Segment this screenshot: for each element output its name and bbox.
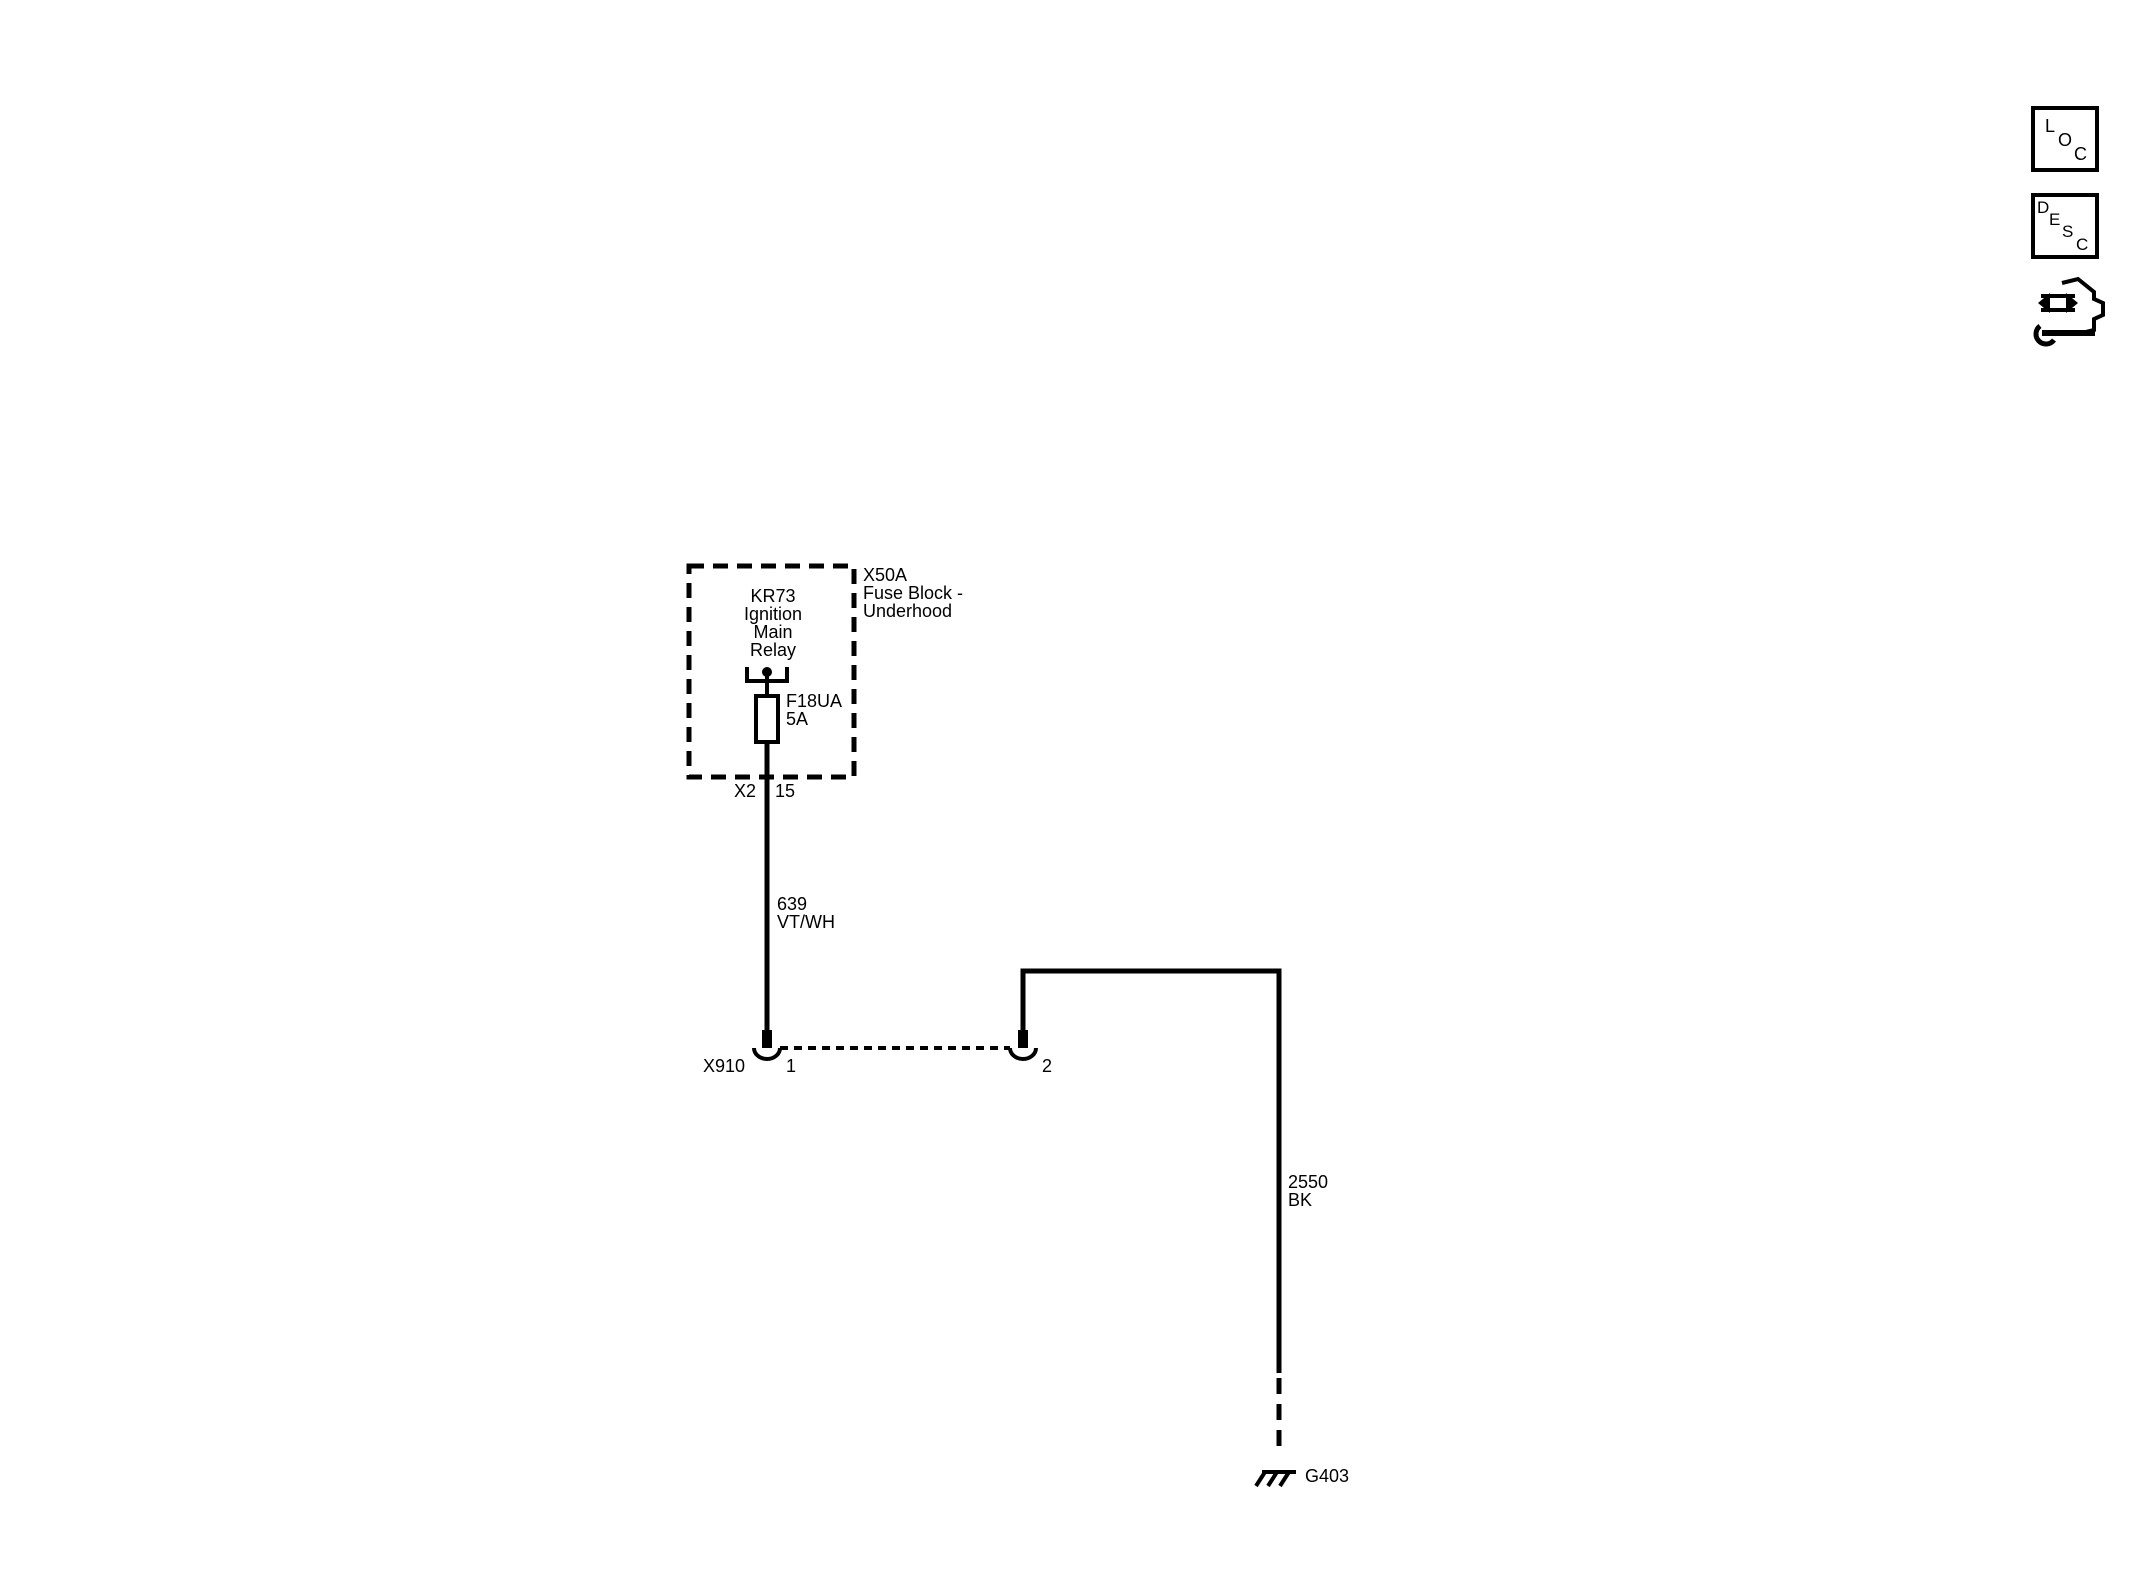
- component-name-line2: Underhood: [863, 601, 952, 621]
- relay-label-line4: Relay: [750, 640, 796, 660]
- wire-639-color: VT/WH: [777, 912, 835, 932]
- relay-contact-symbol: [745, 667, 789, 696]
- connector-wrench-icon[interactable]: [2033, 276, 2105, 347]
- connector-pin-15-label: 15: [775, 781, 795, 801]
- x910-pin-1-terminal: [752, 1030, 782, 1061]
- fuse-block-outline: [686, 563, 857, 780]
- x910-connector-id: X910: [703, 1056, 745, 1076]
- x910-pin-2-terminal: [1008, 1030, 1038, 1061]
- wire-2550-color: BK: [1288, 1190, 1312, 1210]
- connector-x2-label: X2: [734, 781, 756, 801]
- loc-letter-1: L: [2045, 116, 2055, 136]
- loc-letter-3: C: [2074, 144, 2087, 164]
- fuse-rating: 5A: [786, 709, 808, 729]
- ground-label: G403: [1305, 1466, 1349, 1486]
- wire-639-circuit: 639: [777, 894, 807, 914]
- ground-icon: [1254, 1470, 1296, 1488]
- desc-letter-3: S: [2062, 222, 2073, 241]
- loc-button[interactable]: L O C: [2031, 106, 2099, 172]
- desc-letter-4: C: [2076, 235, 2088, 254]
- wire-2550: [1020, 968, 1282, 1373]
- fuse-symbol: [754, 694, 780, 744]
- relay-label-line1: KR73: [750, 586, 795, 606]
- relay-label-line2: Ignition: [744, 604, 802, 624]
- x910-pin-1-label: 1: [786, 1056, 796, 1076]
- component-name-line1: Fuse Block -: [863, 583, 963, 603]
- x910-pin-2-label: 2: [1042, 1056, 1052, 1076]
- wire-2550-circuit: 2550: [1288, 1172, 1328, 1192]
- fuse-name: F18UA: [786, 691, 842, 711]
- component-id: X50A: [863, 565, 907, 585]
- relay-label-line3: Main: [753, 622, 792, 642]
- desc-letter-1: D: [2037, 198, 2049, 217]
- desc-button[interactable]: D E S C: [2031, 193, 2099, 259]
- desc-letter-2: E: [2049, 210, 2060, 229]
- loc-letter-2: O: [2058, 130, 2072, 150]
